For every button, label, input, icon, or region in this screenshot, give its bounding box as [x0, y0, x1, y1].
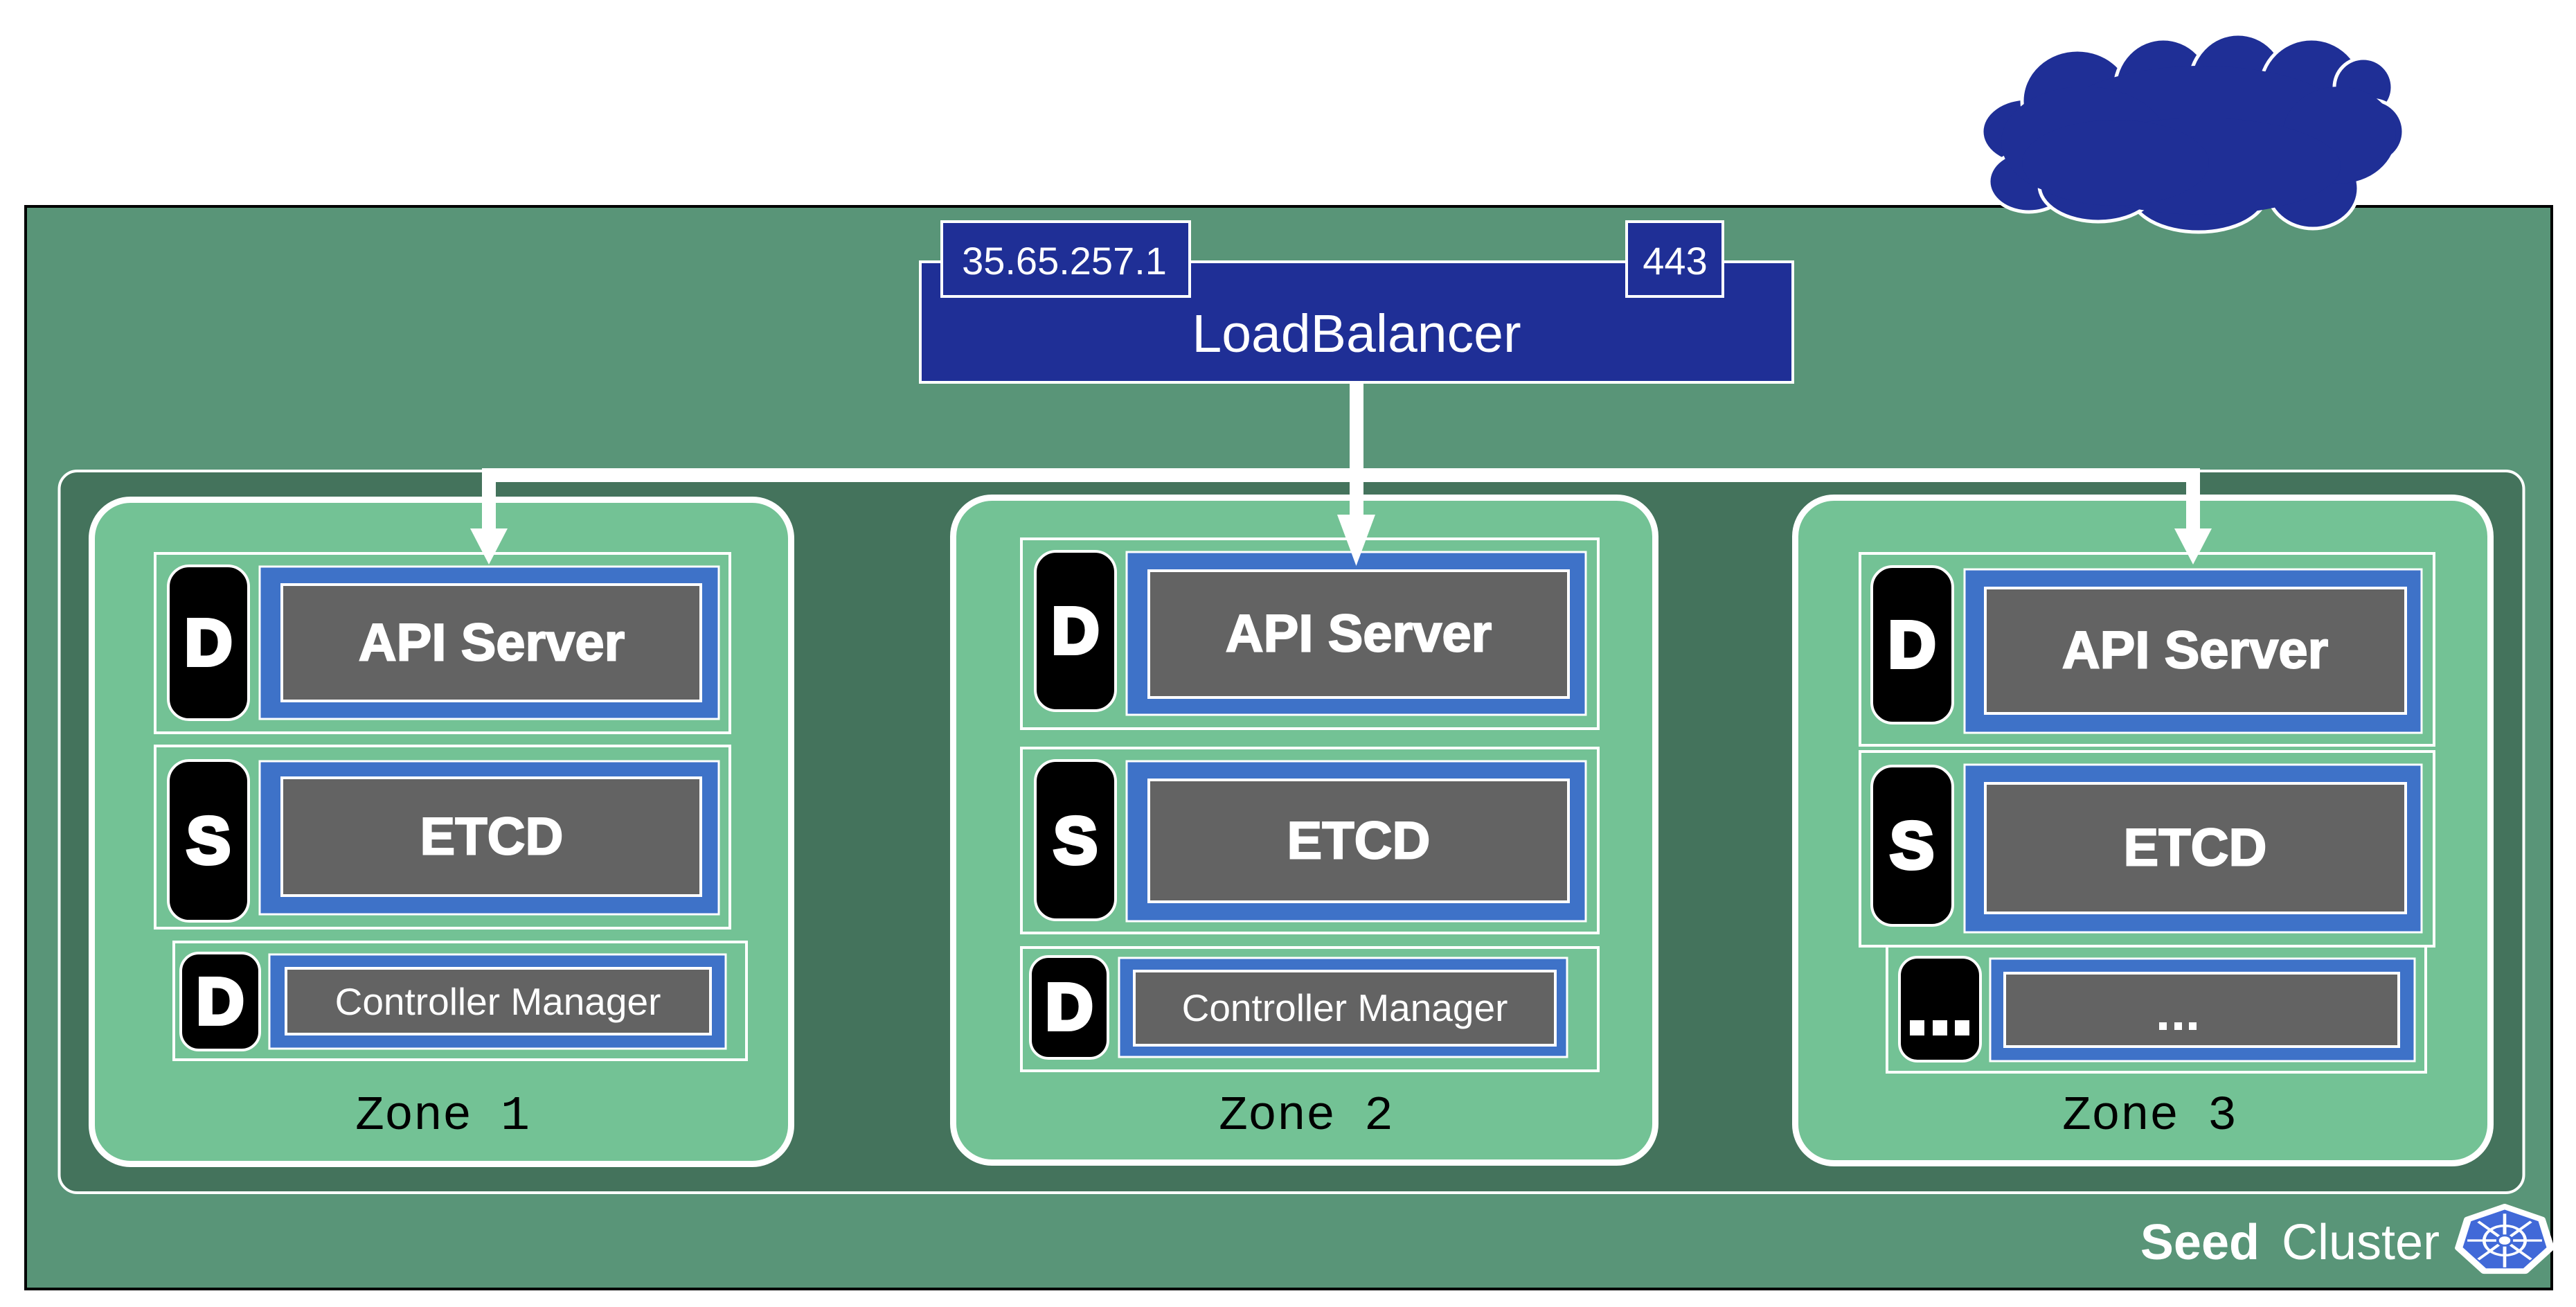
svg-text:Seed: Seed — [2140, 1215, 2260, 1270]
svg-text:35.65.257.1: 35.65.257.1 — [962, 239, 1167, 283]
svg-text:S: S — [186, 804, 230, 878]
svg-text:Zone 1: Zone 1 — [355, 1090, 530, 1144]
svg-text:D: D — [1046, 970, 1093, 1044]
svg-text:D: D — [1888, 608, 1936, 682]
svg-text:ETCD: ETCD — [1287, 812, 1431, 871]
svg-text:D: D — [185, 606, 233, 679]
svg-text:API Server: API Server — [1226, 605, 1492, 664]
svg-text:S: S — [1053, 804, 1097, 878]
svg-text:Controller Manager: Controller Manager — [335, 980, 661, 1023]
svg-text:Cluster: Cluster — [2282, 1215, 2440, 1270]
svg-text:S: S — [1890, 809, 1933, 882]
svg-text:Controller Manager: Controller Manager — [1182, 986, 1508, 1029]
svg-text:ETCD: ETCD — [2124, 819, 2267, 878]
svg-text:443: 443 — [1643, 239, 1707, 283]
svg-text:D: D — [1052, 594, 1100, 668]
svg-text:API Server: API Server — [359, 614, 625, 673]
svg-text:API Server: API Server — [2062, 621, 2328, 680]
svg-text:D: D — [197, 965, 244, 1038]
svg-text:Zone 3: Zone 3 — [2062, 1090, 2237, 1144]
svg-text:LoadBalancer: LoadBalancer — [1192, 304, 1521, 364]
svg-text:Zone 2: Zone 2 — [1219, 1090, 1393, 1144]
svg-text:ETCD: ETCD — [420, 808, 564, 866]
